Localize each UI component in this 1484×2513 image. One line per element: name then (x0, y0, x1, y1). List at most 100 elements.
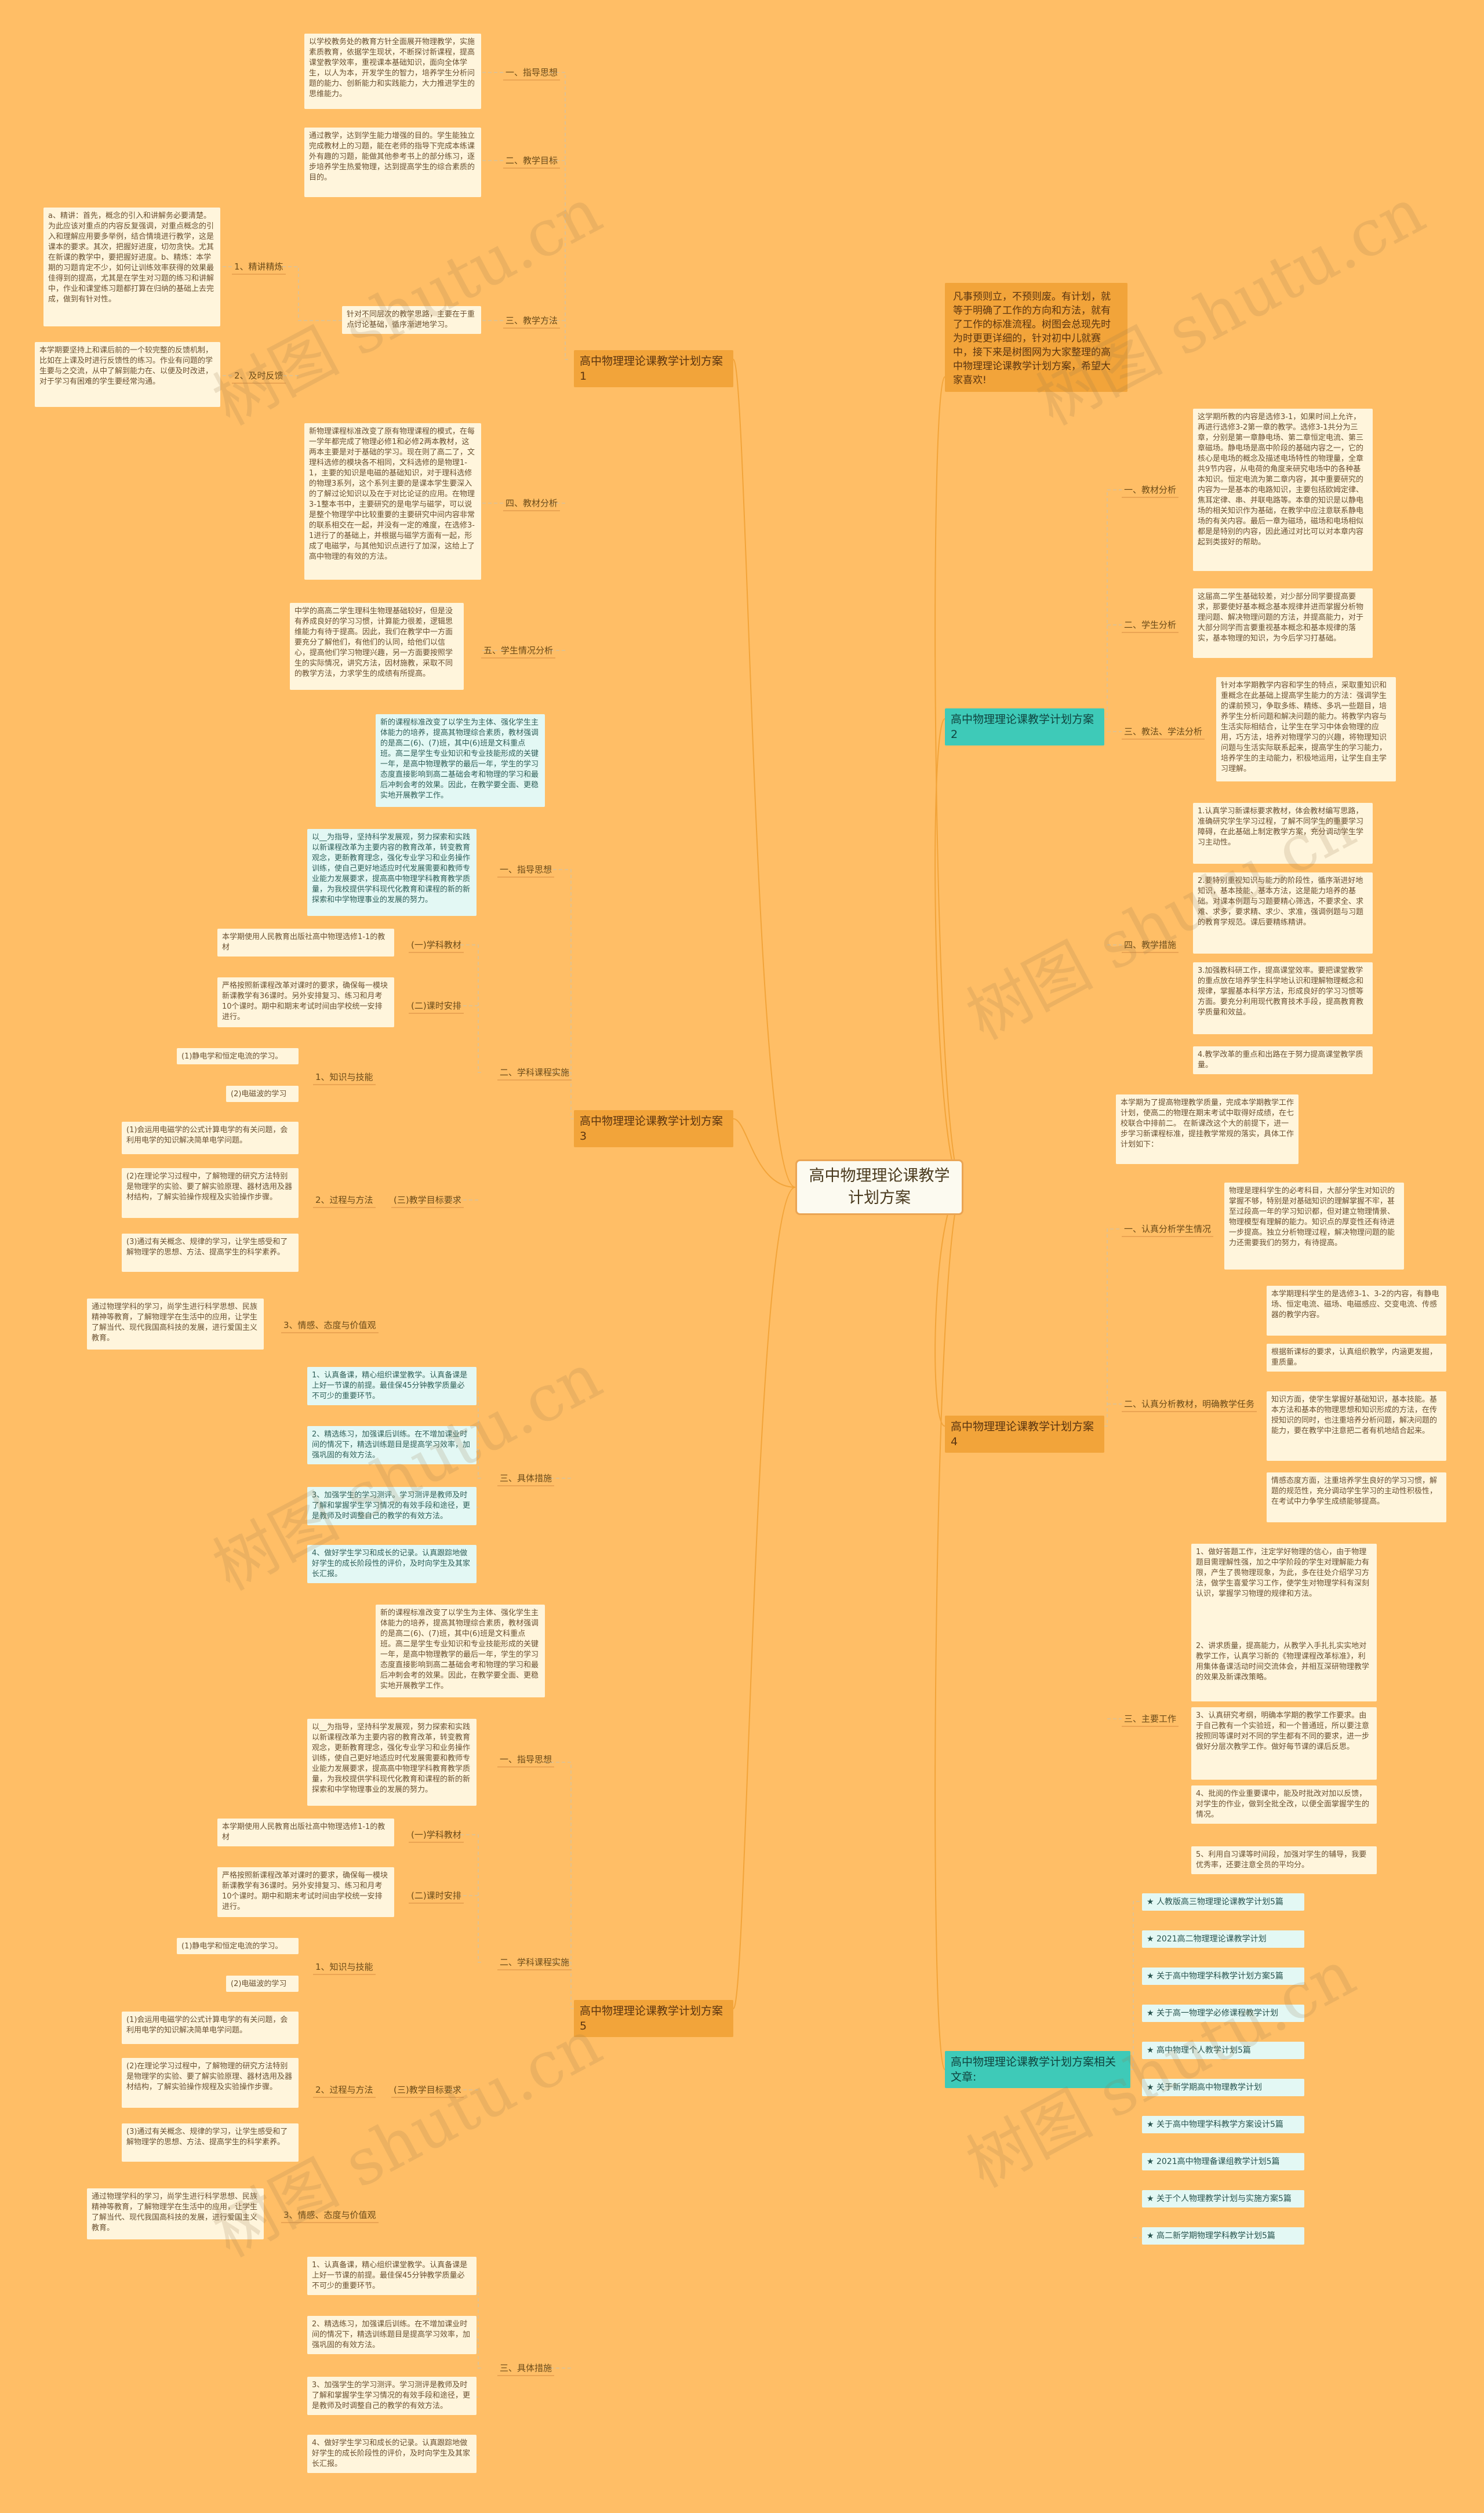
plan2-measures-branch[interactable]: 四、教学措施 (1122, 938, 1179, 953)
plan2-m4-text: 4.教学改革的重点和出路在于努力提高课堂教学质量。 (1193, 1046, 1373, 1074)
plan2-hub[interactable]: 高中物理理论课教学计划方案2 (945, 708, 1104, 745)
plan1-hub[interactable]: 高中物理理论课教学计划方案1 (574, 350, 733, 387)
plan1-m2-text: 本学期要坚持上和课后前的一个较完整的反馈机制，比如在上课及时进行反馈性的练习。作… (35, 342, 220, 407)
plan3-intro-text: 新的课程标准改变了以学生为主体、强化学生主体能力的培养，提高其物理综合素质，教材… (376, 714, 545, 807)
plan3-do-branch[interactable]: 三、具体措施 (497, 1471, 555, 1486)
plan1-book-branch[interactable]: 四、教材分析 (503, 496, 561, 511)
plan5-guide-branch[interactable]: 一、指导思想 (497, 1752, 555, 1768)
plan1-student-text: 中学的高高二学生理科生物理基础较好，但是没有养成良好的学习习惯，计算能力很差，逻… (290, 603, 464, 690)
plan3-do2-text: 2、精选练习，加强课后训练。在不增加课业时间的情况下，精选训练题目是提高学习效率… (307, 1426, 477, 1464)
plan4-analysis-branch[interactable]: 二、认真分析教材，明确教学任务 (1122, 1397, 1257, 1412)
plan3-t2-branch[interactable]: (二)课时安排 (409, 999, 464, 1014)
plan1-guide-branch[interactable]: 一、指导思想 (503, 66, 561, 81)
plan5-hub[interactable]: 高中物理理论课教学计划方案5 (574, 2000, 733, 2037)
plan2-student-branch[interactable]: 二、学生分析 (1122, 618, 1179, 633)
plan2-m3-text: 3.加强教科研工作，提高课堂效率。要把课堂教学的重点放在培养学生科学地认识和理解… (1193, 962, 1373, 1034)
plan4-a1-text: 本学期理科学生的是选修3-1、3-2的内容，有静电场、恒定电流、磁场、电磁感应、… (1267, 1286, 1446, 1336)
plan4-w1-text: 1、做好答题工作，注定学好物理的信心，由于物理题目需理解性强，加之中学阶段的学生… (1191, 1544, 1377, 1639)
plan3-p1-text: (1)会运用电磁学的公式计算电学的有关问题，会利用电学的知识解决简单电学问题。 (122, 1122, 299, 1154)
plan5-guide-text: 以__为指导，坚持科学发展观，努力探索和实践以新课程改革为主要内容的教育改革，转… (307, 1719, 477, 1806)
related-link[interactable]: ★ 2021高二物理理论课教学计划 (1142, 1930, 1304, 1948)
plan3-p-branch[interactable]: 2、过程与方法 (313, 1193, 376, 1208)
plan5-p-branch[interactable]: 2、过程与方法 (313, 2083, 376, 2098)
intro-text: 凡事预则立，不预则废。有计划，就等于明确了工作的方向和方法，就有了工作的标准流程… (945, 283, 1127, 392)
plan2-method-text: 针对本学期教学内容和学生的特点，采取重知识和重概念在此基础上提高学生能力的方法：… (1216, 677, 1396, 781)
plan3-guide-text: 以__为指导，坚持科学发展观，努力探索和实践以新课程改革为主要内容的教育改革，转… (307, 829, 477, 916)
plan1-m1-text: a、精讲：首先，概念的引入和讲解务必要清楚。为此应该对重点的内容反复强调，对重点… (43, 208, 220, 326)
related-hub[interactable]: 高中物理理论课教学计划方案相关文章: (945, 2051, 1130, 2088)
plan4-w4-text: 4、批阅的作业重要课中，能及时批改对加以反馈，对学生的作业，做到全批全改，以便全… (1191, 1785, 1377, 1824)
plan1-m1-branch[interactable]: 1、精讲精炼 (232, 260, 286, 275)
plan5-p3-text: (3)通过有关概念、规律的学习，让学生感受和了解物理学的思想、方法、提高学生的科… (122, 2123, 299, 2162)
related-link[interactable]: ★ 2021高中物理备课组教学计划5篇 (1142, 2153, 1304, 2170)
plan2-book-text: 这学期所教的内容是选修3-1，如果时间上允许，再进行选修3-2第一章的教学。选修… (1193, 409, 1373, 571)
plan5-do-branch[interactable]: 三、具体措施 (497, 2361, 555, 2376)
related-link[interactable]: ★ 人教版高三物理理论课教学计划5篇 (1142, 1893, 1304, 1911)
plan5-intro-text: 新的课程标准改变了以学生为主体、强化学生主体能力的培养，提高其物理综合素质，教材… (376, 1605, 545, 1697)
plan4-teach-text: 物理是理科学生的必考科目，大部分学生对知识的掌握不够，特别是对基础知识的理解掌握… (1224, 1183, 1404, 1270)
plan5-do2-text: 2、精选练习，加强课后训练。在不增加课业时间的情况下，精选训练题目是提高学习效率… (307, 2316, 477, 2354)
plan3-tasks-branch[interactable]: 二、学科课程实施 (497, 1065, 572, 1081)
plan5-p2-text: (2)在理论学习过程中，了解物理的研究方法特别是物理学的实验、要了解实验原理、器… (122, 2058, 299, 2108)
plan5-k1-text: (1)静电学和恒定电流的学习。 (177, 1938, 299, 1954)
plan1-goal-text: 通过教学，达到学生能力增强的目的。学生能独立完成教材上的习题，能在老师的指导下完… (304, 128, 481, 197)
plan5-t1-text: 本学期使用人民教育出版社高中物理选修1-1的教材 (217, 1819, 394, 1846)
plan3-k-branch[interactable]: 1、知识与技能 (313, 1070, 376, 1085)
plan4-hub[interactable]: 高中物理理论课教学计划方案4 (945, 1416, 1104, 1453)
related-link[interactable]: ★ 关于高一物理学必修课程教学计划 (1142, 2005, 1304, 2022)
plan2-m2-text: 2.要特别重视知识与能力的阶段性，循序渐进好地知识，基本技能、基本方法，这是能力… (1193, 872, 1373, 954)
plan5-tasks-branch[interactable]: 二、学科课程实施 (497, 1955, 572, 1970)
plan5-p1-text: (1)会运用电磁学的公式计算电学的有关问题，会利用电学的知识解决简单电学问题。 (122, 2012, 299, 2044)
related-link[interactable]: ★ 高中物理个人教学计划5篇 (1142, 2042, 1304, 2059)
related-link[interactable]: ★ 关于高中物理学科教学计划方案5篇 (1142, 1968, 1304, 1985)
plan5-t1-branch[interactable]: (一)学科教材 (409, 1828, 464, 1843)
plan4-work-branch[interactable]: 三、主要工作 (1122, 1712, 1179, 1727)
related-link[interactable]: ★ 关于高中物理学科教学方案设计5篇 (1142, 2116, 1304, 2133)
plan3-do4-text: 4、做好学生学习和成长的记录。认真跟踪地做好学生的成长阶段性的评价，及时向学生及… (307, 1545, 477, 1583)
plan1-method-branch[interactable]: 三、教学方法 (503, 314, 561, 329)
plan3-v-branch[interactable]: 3、情感、态度与价值观 (281, 1318, 379, 1333)
plan2-method-branch[interactable]: 三、教法、学法分析 (1122, 725, 1205, 740)
plan3-k2-text: (2)电磁波的学习 (226, 1086, 299, 1102)
plan3-guide-branch[interactable]: 一、指导思想 (497, 863, 555, 878)
plan5-v-text: 通过物理学科的学习，尚学生进行科学思想、民族精神等教育，了解物理学在生活中的应用… (87, 2188, 264, 2239)
plan4-intro-text: 本学期为了提高物理教学质量，完成本学期教学工作计划，使高二的物理在期末考试中取得… (1116, 1094, 1298, 1164)
plan2-student-text: 这届高二学生基础较差，对少部分同学要提高要求，那要使好基本概念基本规律并进而掌握… (1193, 588, 1373, 658)
plan3-v-text: 通过物理学科的学习，尚学生进行科学思想、民族精神等教育，了解物理学在生活中的应用… (87, 1299, 264, 1350)
plan3-t3-branch[interactable]: (三)教学目标要求 (391, 1193, 464, 1208)
plan3-t2-text: 严格按照新课程改革对课时的要求，确保每一模块新课教学有36课时。另外安排复习、练… (217, 977, 394, 1027)
plan1-goal-branch[interactable]: 二、教学目标 (503, 154, 561, 169)
plan1-guide-text: 以学校教务处的教育方针全面展开物理教学，实施素质教育，依据学生现状，不断探讨新课… (304, 34, 481, 109)
plan5-k2-text: (2)电磁波的学习 (226, 1976, 299, 1992)
root-topic[interactable]: 高中物理理论课教学计划方案 (795, 1159, 963, 1215)
plan1-book-text: 新物理课程标准改变了原有物理课程的模式，在每一学年都完成了物理必修1和必修2两本… (304, 423, 481, 580)
plan4-w3-text: 3、认真研究考纲，明确本学期的教学工作要求。由于自己教有一个实验班，和一个普通班… (1191, 1707, 1377, 1780)
plan5-t2-branch[interactable]: (二)课时安排 (409, 1889, 464, 1904)
plan3-k1-text: (1)静电学和恒定电流的学习。 (177, 1048, 299, 1064)
plan3-do3-text: 3、加强学生的学习测评。学习测评是教师及时了解和掌握学生学习情况的有效手段和途径… (307, 1487, 477, 1525)
plan3-p3-text: (3)通过有关概念、规律的学习，让学生感受和了解物理学的思想、方法、提高学生的科… (122, 1234, 299, 1272)
plan4-w5-text: 5、利用自习课等时间段，加强对学生的辅导，我要优秀率，还要注意全员的平均分。 (1191, 1846, 1377, 1874)
plan1-student-branch[interactable]: 五、学生情况分析 (481, 643, 556, 659)
related-link[interactable]: ★ 高二新学期物理学科教学计划5篇 (1142, 2227, 1304, 2245)
plan3-hub[interactable]: 高中物理理论课教学计划方案3 (574, 1110, 733, 1147)
plan1-m2-branch[interactable]: 2、及时反馈 (232, 369, 286, 384)
plan5-t2-text: 严格按照新课程改革对课时的要求，确保每一模块新课教学有36课时。另外安排复习、练… (217, 1867, 394, 1917)
plan4-teach-branch[interactable]: 一、认真分析学生情况 (1122, 1222, 1214, 1237)
plan5-do3-text: 3、加强学生的学习测评。学习测评是教师及时了解和掌握学生学习情况的有效手段和途径… (307, 2377, 477, 2415)
plan5-t3-branch[interactable]: (三)教学目标要求 (391, 2083, 464, 2098)
plan5-v-branch[interactable]: 3、情感、态度与价值观 (281, 2208, 379, 2223)
plan2-book-branch[interactable]: 一、教材分析 (1122, 483, 1179, 498)
related-link[interactable]: ★ 关于新学期高中物理教学计划 (1142, 2079, 1304, 2096)
plan5-k-branch[interactable]: 1、知识与技能 (313, 1960, 376, 1975)
plan3-t1-text: 本学期使用人民教育出版社高中物理选修1-1的教材 (217, 929, 394, 957)
plan1-method-text: 针对不同层次的教学思路，主要在于重点讨论基础，循序渐进地学习。 (342, 306, 481, 334)
plan4-a2-text: 根据新课标的要求，认真组织教学，内涵更发掘，重质量。 (1267, 1344, 1446, 1372)
plan4-a4-text: 情感态度方面，注重培养学生良好的学习习惯，解题的规范性，充分调动学生学习的主动性… (1267, 1472, 1446, 1522)
plan5-do1-text: 1、认真备课，精心组织课堂教学。认真备课是上好一节课的前提。最佳保45分钟教学质… (307, 2257, 477, 2295)
plan2-m1-text: 1.认真学习新课标要求教材，体会教材编写思路，准确研究学生学习过程，了解不同学生… (1193, 803, 1373, 864)
plan3-t1-branch[interactable]: (一)学科教材 (409, 938, 464, 953)
plan3-p2-text: (2)在理论学习过程中，了解物理的研究方法特别是物理学的实验、要了解实验原理、器… (122, 1168, 299, 1218)
related-link[interactable]: ★ 关于个人物理教学计划与实施方案5篇 (1142, 2190, 1304, 2207)
plan4-w2-text: 2、讲求质量，提高能力，从教学入手扎扎实实地对教学工作，认真学习新的《物理课程改… (1191, 1638, 1377, 1701)
